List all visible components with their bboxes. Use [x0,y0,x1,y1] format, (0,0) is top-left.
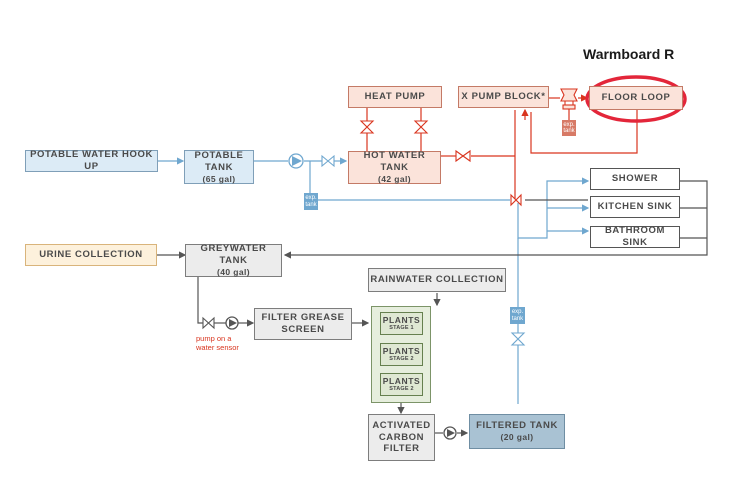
rainwater-collection-label: RAINWATER COLLECTION [370,274,504,286]
activated-carbon-filter-box: ACTIVATED CARBON FILTER [368,414,435,461]
pump-icon [443,426,457,440]
filtered-tank-capacity: (20 gal) [500,432,534,443]
heat-pump-box: HEAT PUMP [348,86,442,108]
grey-lines [157,180,708,437]
valve-icon [359,120,471,163]
annotation-label: Warmboard R [583,46,675,62]
activated-carbon-filter-line3: FILTER [383,443,420,455]
potable-tank-capacity: (65 gal) [202,173,236,184]
hot-lines [366,94,638,200]
floor-loop-label: FLOOR LOOP [601,92,671,104]
greywater-tank-box: GREYWATER TANK (40 gal) [185,243,282,278]
plants-stage-2-title: PLANTS [382,345,421,356]
pump-sensor-note-line2: water sensor [196,343,239,353]
plants-stage-1-stage: STAGE 1 [389,325,414,332]
valve-icon [510,332,526,346]
expansion-tank-floor: exp.tank [562,120,576,136]
urine-collection-label: URINE COLLECTION [39,249,143,261]
floor-loop-box: FLOOR LOOP [589,86,683,110]
plants-stage-3-box: PLANTS STAGE 2 [380,373,423,396]
pump-sensor-note: pump on a water sensor [196,334,239,353]
filter-grease-screen-line1: FILTER GREASE [261,312,345,324]
shower-label: SHOWER [611,173,659,185]
valve-icon [202,316,215,330]
x-pump-block-box: X PUMP BLOCK* [458,86,549,108]
valve-icon [510,193,522,207]
hot-water-tank-box: HOT WATER TANK (42 gal) [348,150,441,185]
kitchen-sink-label: KITCHEN SINK [597,201,673,213]
potable-tank-box: POTABLE TANK (65 gal) [184,150,254,184]
filtered-tank-box: FILTERED TANK (20 gal) [469,414,565,449]
expansion-tank-potable: exp.tank [304,193,318,210]
pump-icon [225,316,239,330]
plants-stage-2-stage: STAGE 2 [389,356,414,363]
x-pump-block-label: X PUMP BLOCK* [461,91,546,103]
plants-stage-2-box: PLANTS STAGE 2 [380,343,423,366]
activated-carbon-filter-line2: CARBON [378,431,425,443]
kitchen-sink-box: KITCHEN SINK [590,196,680,218]
hot-water-tank-title: HOT WATER TANK [363,150,426,174]
hot-water-tank-capacity: (42 gal) [378,174,411,185]
valve-icon [321,154,335,168]
filtered-tank-title: FILTERED TANK [476,420,558,432]
expansion-tank-filtered: exp.tank [510,307,525,324]
potable-water-hookup-label: POTABLE WATER HOOK UP [30,149,153,172]
potable-water-hookup-box: POTABLE WATER HOOK UP [25,149,158,172]
pump-icon [288,153,304,169]
plants-stage-1-title: PLANTS [382,314,421,325]
plants-stage-3-title: PLANTS [382,375,421,386]
filter-grease-screen-box: FILTER GREASE SCREEN [254,308,352,340]
shower-box: SHOWER [590,168,680,190]
plants-stage-3-stage: STAGE 2 [389,386,414,393]
heat-exchanger-icon [560,88,578,110]
activated-carbon-filter-line1: ACTIVATED [372,419,431,431]
plants-stage-1-box: PLANTS STAGE 1 [380,312,423,335]
urine-collection-box: URINE COLLECTION [25,244,157,266]
pump-sensor-note-line1: pump on a [196,334,232,343]
greywater-tank-title: GREYWATER TANK [200,243,267,267]
bathroom-sink-box: BATHROOM SINK [590,225,680,248]
filter-grease-screen-line2: SCREEN [281,324,325,335]
potable-tank-title: POTABLE TANK [194,149,244,173]
heat-pump-label: HEAT PUMP [364,91,426,103]
highlight-ellipse [585,75,687,123]
greywater-tank-capacity: (40 gal) [217,267,250,278]
bathroom-sink-label: BATHROOM SINK [604,225,666,248]
rainwater-collection-box: RAINWATER COLLECTION [368,268,506,292]
